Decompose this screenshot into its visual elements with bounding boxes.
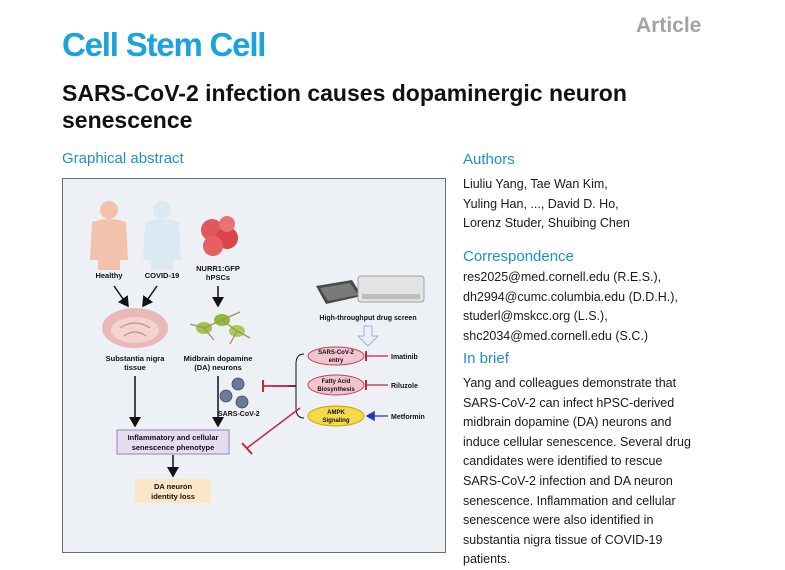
brief-line: patients.	[463, 552, 511, 567]
label-biosynthesis: Biosynthesis	[317, 387, 355, 393]
brief-line: substantia nigra tissue of COVID-19	[463, 532, 663, 547]
in-brief-text: Yang and colleagues demonstrate that SAR…	[463, 374, 745, 570]
email-link[interactable]: studerl@mskcc.org (L.S.),	[463, 309, 608, 324]
label-signaling: Signaling	[323, 418, 350, 424]
label-fatty-acid: Fatty Acid	[322, 379, 351, 385]
email-link[interactable]: shc2034@med.cornell.edu (S.C.)	[463, 328, 648, 343]
virus-particles-icon	[219, 377, 249, 409]
label-entry: entry	[329, 358, 344, 364]
plate-reader-icon	[357, 275, 425, 303]
brief-line: Yang and colleagues demonstrate that	[463, 376, 677, 390]
hpsc-cells-icon	[201, 216, 238, 256]
brief-line: SARS-CoV-2 infection and DA neuron	[463, 473, 673, 488]
brief-line: senescence were also identified in	[463, 513, 654, 528]
label-hpscs: hPSCs	[206, 273, 230, 282]
label-midbrain-dopamine: Midbrain dopamine	[184, 354, 253, 363]
email-link[interactable]: dh2994@cumc.columbia.edu (D.D.H.),	[463, 289, 678, 304]
authors-line: Lorenz Studer, Shuibing Chen	[463, 216, 630, 231]
label-healthy: Healthy	[95, 271, 123, 280]
label-tissue: tissue	[124, 363, 146, 372]
label-substantia-nigra: Substantia nigra	[106, 354, 166, 363]
in-brief-heading: In brief	[463, 350, 509, 367]
da-neurons-icon	[189, 311, 251, 345]
label-metformin: Metformin	[391, 414, 425, 421]
brief-line: midbrain dopamine (DA) neurons and	[463, 415, 672, 430]
graphical-abstract-figure: Healthy COVID-19 NURR1:GFP hPSCs Substan…	[90, 201, 425, 503]
label-riluzole: Riluzole	[391, 383, 418, 390]
journal-logo: Cell Stem Cell	[62, 26, 266, 63]
plate-icon	[316, 280, 362, 304]
correspondence-list: res2025@med.cornell.edu (R.E.S.), dh2994…	[463, 268, 763, 346]
label-identity-loss: identity loss	[151, 492, 195, 501]
authors-line: Liuliu Yang, Tae Wan Kim,	[463, 177, 608, 191]
brief-line: candidates were identified to rescue	[463, 454, 663, 469]
label-sars-cov2: SARS-CoV-2	[218, 411, 260, 418]
article-type-label: Article	[636, 14, 702, 37]
label-da-neurons: (DA) neurons	[194, 363, 242, 372]
authors-list: Liuliu Yang, Tae Wan Kim, Yuling Han, ..…	[463, 175, 763, 234]
brain-slice-icon	[102, 308, 168, 348]
graphical-abstract-heading: Graphical abstract	[62, 150, 184, 167]
label-imatinib: Imatinib	[391, 354, 418, 361]
label-sars-entry: SARS-CoV-2	[318, 350, 354, 356]
covid-body-icon	[143, 201, 181, 270]
brief-line: senescence. Inflammation and cellular	[463, 493, 676, 508]
paper-title: SARS-CoV-2 infection causes dopaminergic…	[62, 80, 627, 133]
label-covid19: COVID-19	[145, 271, 180, 280]
brief-line: SARS-CoV-2 can infect hPSC-derived	[463, 395, 675, 410]
label-ampk: AMPK	[327, 410, 345, 416]
label-senescence-phenotype: senescence phenotype	[132, 443, 215, 452]
label-inflammatory: Inflammatory and cellular	[128, 433, 219, 442]
brief-line: induce cellular senescence. Several drug	[463, 434, 691, 449]
label-drug-screen: High-throughput drug screen	[319, 315, 416, 322]
label-da-neuron: DA neuron	[154, 482, 192, 491]
correspondence-heading: Correspondence	[463, 248, 574, 265]
label-nurr1: NURR1:GFP	[196, 264, 240, 273]
email-link[interactable]: res2025@med.cornell.edu (R.E.S.),	[463, 270, 662, 284]
authors-line: Yuling Han, ..., David D. Ho,	[463, 196, 619, 211]
authors-heading: Authors	[463, 151, 515, 168]
hollow-down-arrow-icon	[356, 325, 380, 347]
healthy-body-icon	[90, 201, 128, 270]
